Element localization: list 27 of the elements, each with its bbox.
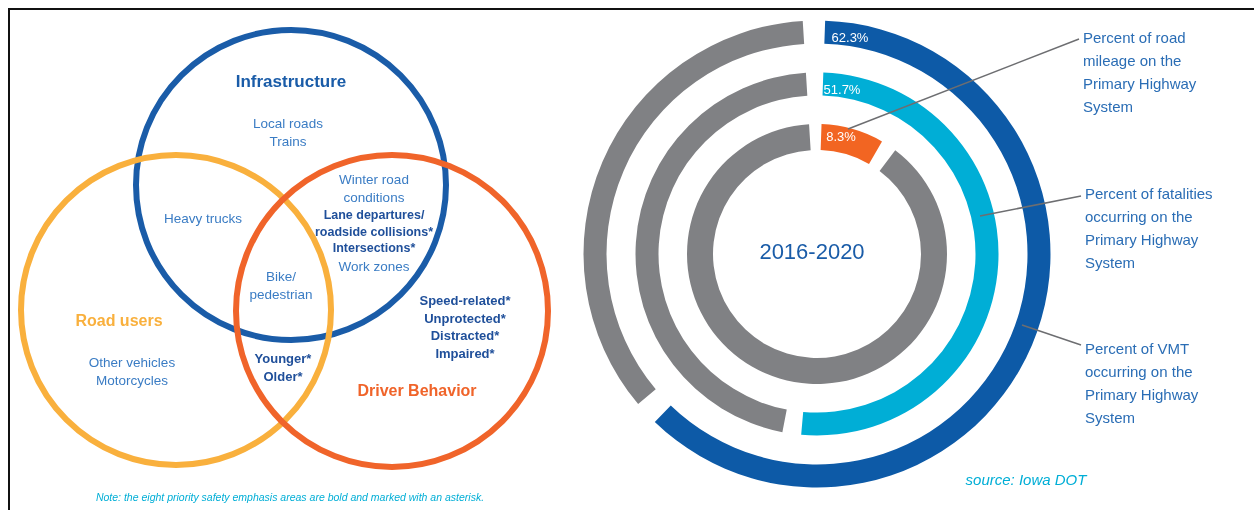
category-items: Other vehicles Motorcycles	[87, 353, 177, 390]
period-label: 2016-2020	[758, 238, 866, 267]
category-heading: Infrastructure	[234, 70, 348, 93]
callout-text: Percent of VMT occurring on the Primary Highway System	[1085, 337, 1245, 429]
category-heading: Road users	[74, 311, 164, 332]
region-label: Winter road conditions	[338, 170, 410, 207]
source-text: source: Iowa DOT	[964, 469, 1089, 490]
category-items: Local roads Trains	[252, 114, 324, 151]
region-label: Intersections*	[331, 239, 417, 257]
region-label: Work zones	[337, 257, 411, 276]
category-heading: Driver Behavior	[356, 381, 478, 402]
leader-line	[979, 195, 1082, 217]
region-label: Bike/ pedestrian	[248, 267, 314, 304]
percent-label: 62.3%	[830, 29, 870, 47]
region-label: Younger* Older*	[253, 350, 313, 386]
region-label: Lane departures/ roadside collisions*	[313, 207, 435, 241]
leader-line	[1021, 324, 1082, 346]
category-items: Speed-related* Unprotected* Distracted* Impaired*	[418, 291, 512, 363]
region-label: Heavy trucks	[163, 209, 243, 228]
percent-label: 8.3%	[825, 128, 857, 146]
callout-text: Percent of road mileage on the Primary Highway System	[1083, 26, 1233, 118]
leader-line	[847, 38, 1080, 130]
callout-text: Percent of fatalities occurring on the Primary Highway System	[1085, 182, 1245, 274]
percent-label: 51.7%	[822, 81, 862, 99]
ring-segment	[654, 20, 1051, 488]
note-text: Note: the eight priority safety emphasis areas are bold and marked with an asterisk.	[94, 489, 486, 505]
ring-segment	[820, 124, 882, 164]
